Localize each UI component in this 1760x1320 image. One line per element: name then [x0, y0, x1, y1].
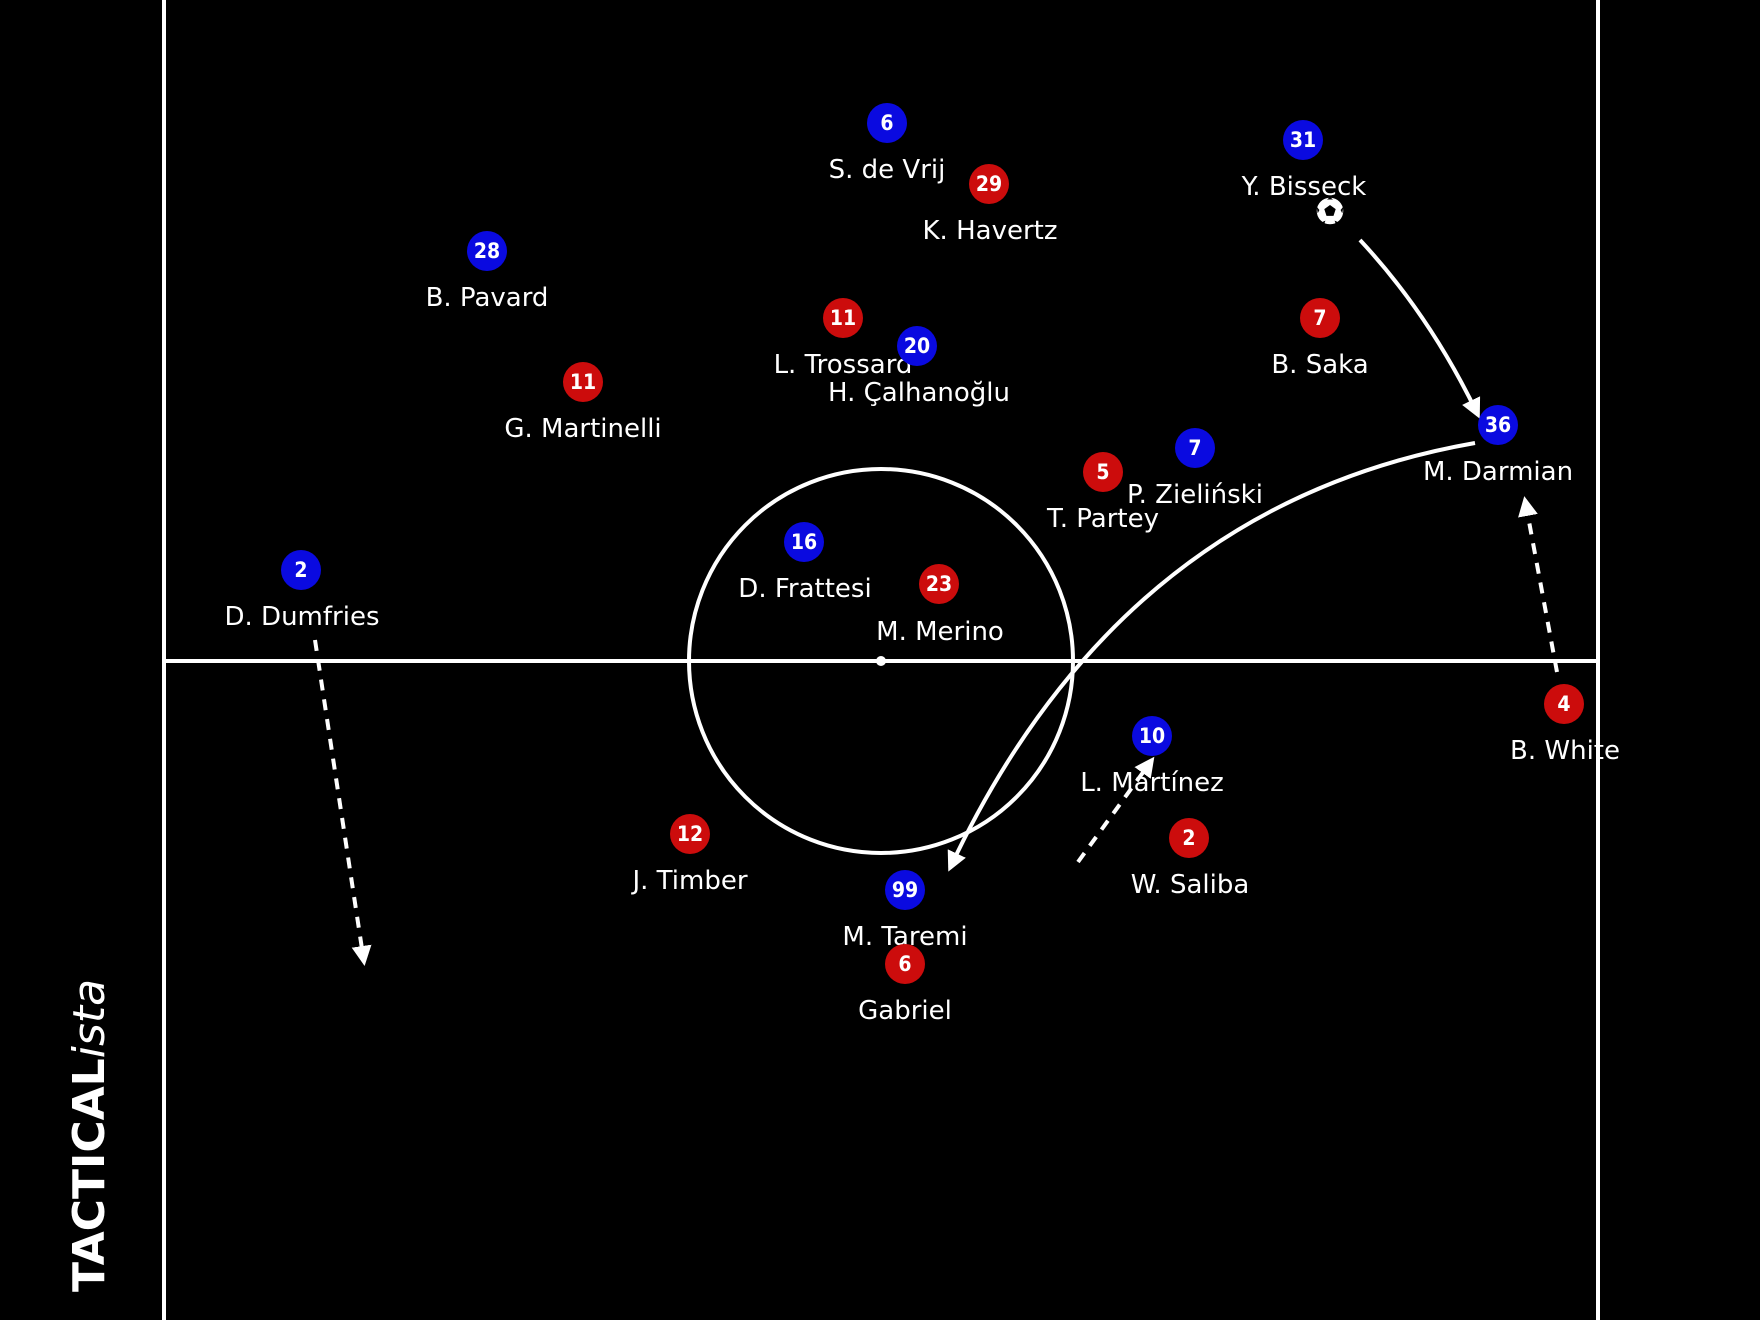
player-darmian: 36 M. Darmian	[1423, 405, 1573, 487]
player-number: 36	[1485, 413, 1511, 437]
pass-arrow-bisseck-darmian	[1358, 238, 1481, 419]
player-marker	[1169, 818, 1209, 858]
player-name: L. Martínez	[1080, 768, 1224, 798]
soccer-ball-icon	[1315, 196, 1345, 226]
player-number: 11	[830, 306, 856, 330]
player-name: T. Partey	[1046, 504, 1159, 534]
player-marker	[919, 564, 959, 604]
player-dumfries: 2 D. Dumfries	[225, 550, 380, 632]
player-gabriel: 6 Gabriel	[858, 944, 952, 1026]
player-name: K. Havertz	[923, 216, 1058, 246]
player-name: M. Merino	[876, 617, 1004, 647]
player-name: M. Darmian	[1423, 457, 1573, 487]
players: 6 S. de Vrij 29 K. Havertz 31 Y. Bisseck…	[225, 103, 1620, 1026]
player-de-vrij: 6 S. de Vrij	[829, 103, 946, 185]
player-calhanoglu: 20 H. Çalhanoğlu	[828, 326, 1010, 408]
player-marker	[467, 231, 507, 271]
player-marker	[1478, 405, 1518, 445]
player-marker	[563, 362, 603, 402]
player-name: Y. Bisseck	[1241, 172, 1367, 202]
player-number: 7	[1188, 436, 1201, 460]
player-havertz: 29 K. Havertz	[923, 164, 1058, 246]
player-white: 4 B. White	[1510, 684, 1620, 766]
movement-arrows	[313, 238, 1559, 966]
player-number: 28	[474, 239, 500, 263]
player-saliba: 2 W. Saliba	[1131, 818, 1250, 900]
player-name: W. Saliba	[1131, 870, 1250, 900]
brand-logo: TACTICALista	[64, 979, 115, 1292]
player-name: B. Saka	[1271, 350, 1368, 380]
player-marker	[670, 814, 710, 854]
center-circle	[687, 467, 1075, 855]
player-marker	[897, 326, 937, 366]
player-marker	[885, 870, 925, 910]
run-arrow-martinez	[1076, 756, 1155, 864]
player-marker	[823, 298, 863, 338]
player-name: B. Pavard	[426, 283, 549, 313]
player-marker	[867, 103, 907, 143]
player-number: 16	[791, 530, 817, 554]
player-number: 2	[294, 558, 307, 582]
player-marker	[1083, 452, 1123, 492]
player-marker	[1132, 716, 1172, 756]
player-number: 11	[570, 370, 596, 394]
player-partey: 5 T. Partey	[1046, 452, 1159, 534]
player-pavard: 28 B. Pavard	[426, 231, 549, 313]
player-marker	[784, 522, 824, 562]
player-number: 7	[1313, 306, 1326, 330]
pass-arrow-darmian-taremi	[947, 441, 1476, 872]
run-arrow-dumfries	[313, 639, 372, 966]
player-trossard: 11 L. Trossard	[774, 298, 913, 380]
player-marker	[885, 944, 925, 984]
player-name: H. Çalhanoğlu	[828, 378, 1010, 408]
player-number: 6	[898, 952, 911, 976]
player-name: P. Zieliński	[1127, 480, 1263, 510]
player-marker	[969, 164, 1009, 204]
player-marker	[1544, 684, 1584, 724]
player-frattesi: 16 D. Frattesi	[738, 522, 872, 604]
player-number: 5	[1096, 460, 1109, 484]
player-number: 23	[926, 572, 952, 596]
player-number: 10	[1139, 724, 1165, 748]
player-name: D. Frattesi	[738, 574, 871, 604]
player-number: 31	[1290, 128, 1316, 152]
center-spot	[876, 656, 886, 666]
player-taremi: 99 M. Taremi	[842, 870, 968, 952]
player-name: G. Martinelli	[504, 414, 661, 444]
player-timber: 12 J. Timber	[630, 814, 748, 896]
player-number: 2	[1182, 826, 1195, 850]
player-merino: 23 M. Merino	[876, 564, 1004, 647]
player-bisseck: 31 Y. Bisseck	[1241, 120, 1367, 202]
player-marker	[1300, 298, 1340, 338]
player-marker	[281, 550, 321, 590]
player-number: 20	[904, 334, 930, 358]
player-number: 29	[976, 172, 1002, 196]
player-number: 99	[892, 878, 918, 902]
player-marker	[1175, 428, 1215, 468]
player-name: S. de Vrij	[829, 155, 946, 185]
player-number: 12	[677, 822, 703, 846]
player-name: J. Timber	[630, 866, 747, 896]
player-number: 4	[1557, 692, 1570, 716]
player-saka: 7 B. Saka	[1271, 298, 1369, 380]
player-name: D. Dumfries	[225, 602, 380, 632]
player-name: Gabriel	[858, 996, 952, 1026]
player-zielinski: 7 P. Zieliński	[1127, 428, 1263, 510]
player-name: L. Trossard	[774, 350, 913, 380]
player-martinez: 10 L. Martínez	[1080, 716, 1224, 798]
run-arrow-white	[1518, 496, 1559, 673]
player-martinelli: 11 G. Martinelli	[504, 362, 662, 444]
player-name: B. White	[1510, 736, 1620, 766]
player-marker	[1283, 120, 1323, 160]
player-number: 6	[880, 111, 893, 135]
